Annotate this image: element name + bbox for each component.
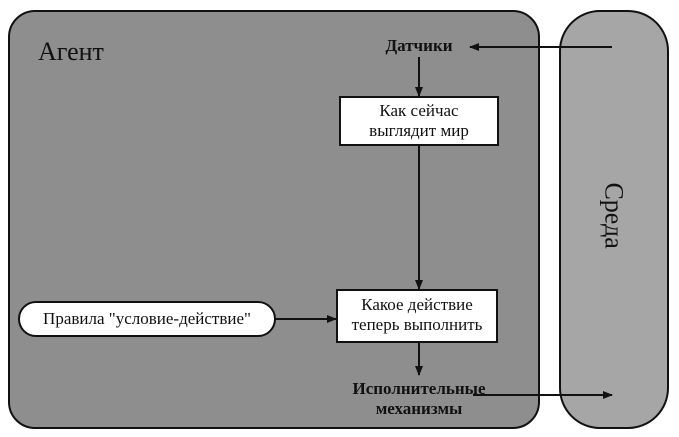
agent-region [8, 10, 540, 429]
actuators-line1: Исполнительные [352, 379, 486, 398]
world-state-label: Как сейчас выглядит мир [340, 101, 498, 142]
world-state-line2: выглядит мир [369, 121, 469, 141]
action-choice-line2: теперь выполнить [351, 315, 483, 335]
agent-title: Агент [38, 37, 104, 66]
actuators-label: Исполнительные механизмы [342, 379, 496, 420]
action-choice-line1: Какое действие [361, 295, 473, 314]
environment-region [559, 10, 669, 429]
action-choice-label: Какое действие теперь выполнить [337, 295, 497, 336]
action-choice-box [336, 289, 498, 343]
world-state-line1: Как сейчас [379, 101, 459, 120]
rules-label: Правила "условие-действие" [43, 309, 251, 328]
environment-title: Среда [599, 182, 629, 249]
sensors-label: Датчики [385, 36, 453, 55]
actuators-line2: механизмы [375, 399, 463, 419]
